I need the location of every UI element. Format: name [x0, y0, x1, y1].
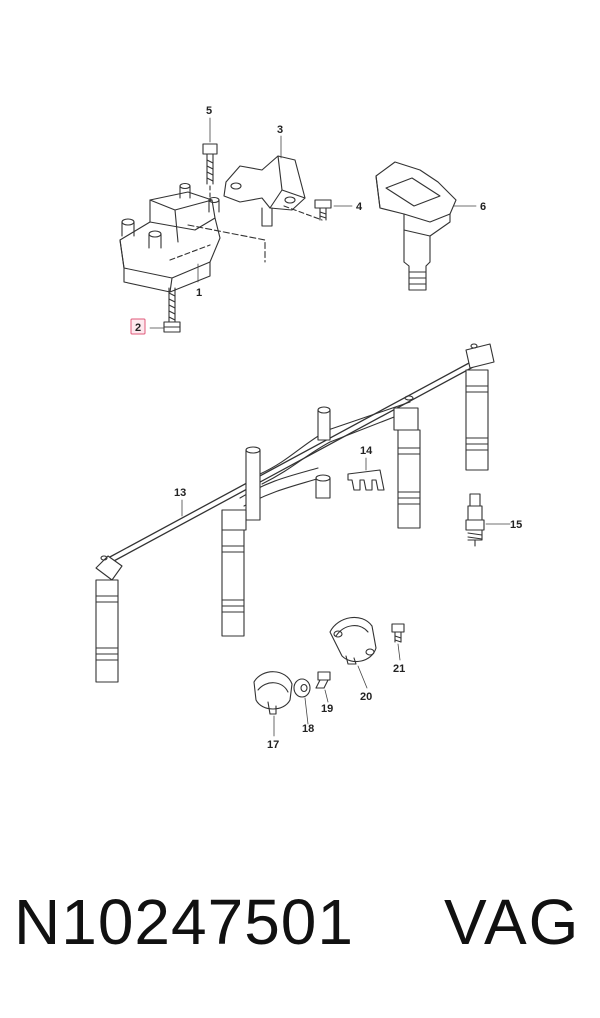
parts-diagram: 1 2 3 4 5 6 13 14 15 17 18 19 20 21 [95, 105, 522, 751]
callout-5[interactable]: 5 [206, 105, 212, 117]
screw-part-19 [315, 671, 331, 689]
callout-14[interactable]: 14 [360, 445, 373, 457]
callout-3[interactable]: 3 [277, 124, 283, 136]
part-number: N10247501 [14, 886, 354, 958]
ignition-lead-set-part-13 [95, 343, 495, 683]
callout-19[interactable]: 19 [321, 703, 333, 715]
callout-15[interactable]: 15 [510, 519, 522, 531]
screw-part-21 [391, 623, 405, 643]
callout-2-highlight [130, 318, 146, 335]
callout-13[interactable]: 13 [174, 487, 186, 499]
bolt-part-2 [163, 287, 181, 333]
callout-21[interactable]: 21 [393, 663, 405, 675]
callout-18[interactable]: 18 [302, 723, 314, 735]
callout-17[interactable]: 17 [267, 739, 279, 751]
bolt-part-4 [314, 199, 332, 221]
bracket-clamp-part-20 [329, 616, 377, 665]
ignition-coil-part [119, 182, 266, 293]
callout-20[interactable]: 20 [360, 691, 372, 703]
callout-4[interactable]: 4 [356, 201, 363, 213]
coil-pack-part-6 [375, 161, 457, 291]
spark-plug-part-15 [465, 493, 485, 547]
bracket-part-3 [223, 155, 323, 227]
callout-1[interactable]: 1 [196, 287, 202, 299]
brand-name: VAG [444, 886, 581, 958]
clamp-part-17 [253, 671, 293, 715]
callout-2[interactable]: 2 [135, 322, 141, 334]
washer-part-18 [293, 678, 311, 698]
bolt-part-5 [202, 143, 218, 199]
callout-6[interactable]: 6 [480, 201, 486, 213]
lead-holder-part-14 [347, 469, 385, 491]
